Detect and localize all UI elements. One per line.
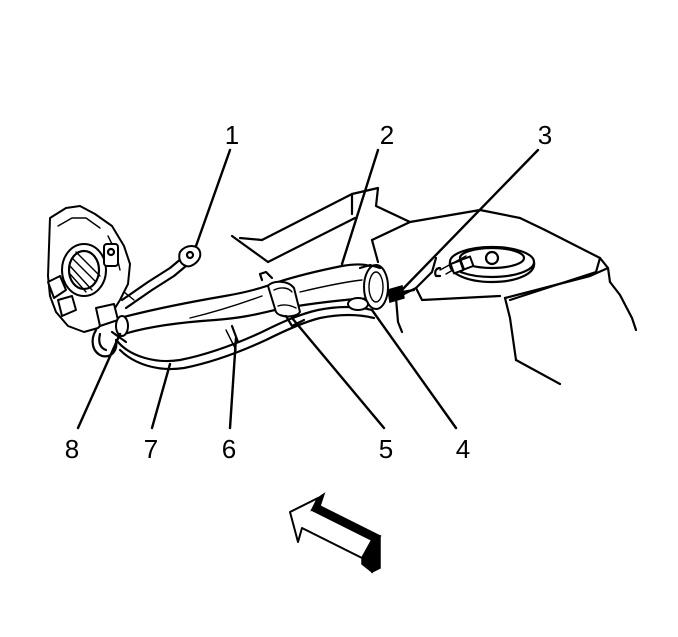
callout-6: 6 xyxy=(222,434,236,464)
fuel-filler-housing xyxy=(47,205,202,358)
leader-6 xyxy=(228,336,238,430)
leader-2 xyxy=(340,148,380,266)
leader-7 xyxy=(150,362,172,430)
callout-numbers: 1 2 3 4 5 6 7 8 xyxy=(65,120,552,464)
leader-3 xyxy=(396,148,540,296)
leader-4 xyxy=(370,308,458,430)
callout-7: 7 xyxy=(144,434,158,464)
callout-3: 3 xyxy=(538,120,552,150)
front-direction-arrow-icon xyxy=(289,492,382,574)
callout-1: 1 xyxy=(225,120,239,150)
leader-8 xyxy=(76,332,122,430)
callout-5: 5 xyxy=(379,434,393,464)
leader-1 xyxy=(194,148,232,248)
vehicle-underbody xyxy=(230,186,638,386)
callout-2: 2 xyxy=(380,120,394,150)
callout-8: 8 xyxy=(65,434,79,464)
fuel-filler-pipe xyxy=(116,263,416,371)
fuel-pump-module xyxy=(434,245,536,284)
callout-4: 4 xyxy=(456,434,470,464)
leader-5 xyxy=(290,316,386,430)
leader-lines xyxy=(76,148,540,430)
